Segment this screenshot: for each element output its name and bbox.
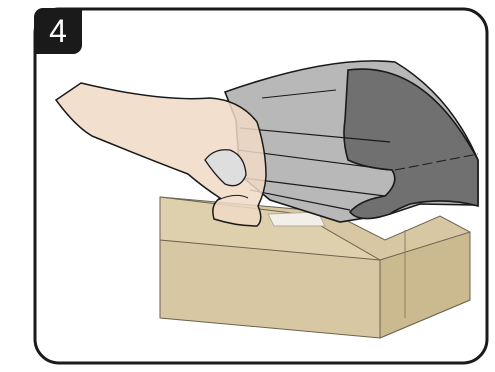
step-number-badge: 4 (34, 8, 82, 54)
box-icon (160, 197, 470, 338)
step-number: 4 (49, 15, 67, 47)
